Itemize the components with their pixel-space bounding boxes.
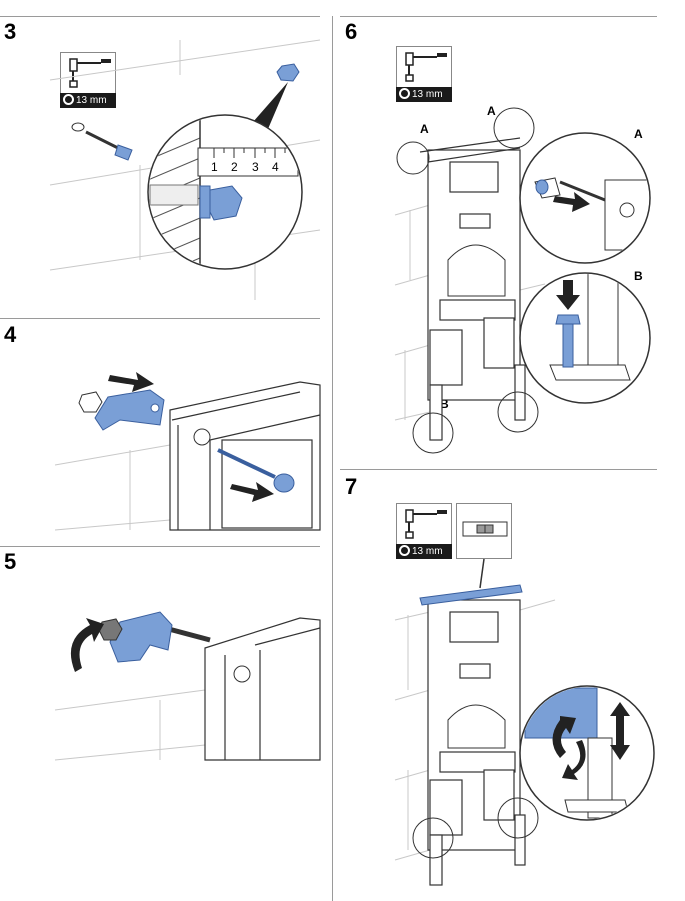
divider-step4 (0, 318, 320, 319)
tool-size-badge: 13 mm (60, 93, 116, 108)
push-arrow-icon (553, 192, 590, 212)
step-number-7: 7 (345, 474, 358, 499)
push-arrow-icon (556, 280, 580, 310)
socket-wrench-icon (69, 58, 111, 88)
callout-a-zoom: A (634, 127, 643, 141)
push-arrow-icon (230, 482, 274, 502)
callout-b-zoom: B (634, 269, 643, 283)
tool-size-label: 13 mm (76, 95, 107, 106)
socket-wrench-icon (405, 509, 447, 539)
tool-box-step7: 13 mm (396, 503, 452, 559)
ruler-tick-4: 4 (272, 160, 279, 174)
socket-wrench-icon (405, 52, 447, 82)
spirit-level-icon (462, 521, 508, 537)
tool-box-step6: 13 mm (396, 46, 452, 102)
step6-illustration (394, 107, 651, 454)
callout-a-top: A (487, 104, 496, 118)
divider-step7 (340, 469, 657, 470)
level-box (456, 503, 512, 559)
step-number-3: 3 (4, 19, 17, 44)
callout-a-left: A (420, 122, 429, 136)
tool-size-label: 13 mm (412, 546, 443, 557)
tool-box-step3: 13 mm (60, 52, 116, 108)
callout-b-left: B (440, 397, 449, 411)
column-divider (332, 16, 333, 901)
ruler-tick-3: 3 (252, 160, 259, 174)
up-down-arrow-icon (610, 702, 630, 760)
rotate-arrow-icon (552, 716, 586, 780)
step4-illustration (54, 372, 321, 531)
step-number-5: 5 (4, 549, 17, 574)
rotate-arrow-icon (70, 618, 104, 672)
tool-size-badge: 13 mm (396, 87, 452, 102)
ruler-tick-1: 1 (211, 160, 218, 174)
tool-size-label: 13 mm (412, 89, 443, 100)
divider-top-left (0, 16, 320, 17)
divider-step5 (0, 546, 320, 547)
divider-top-right (340, 16, 657, 17)
step-number-6: 6 (345, 19, 358, 44)
step3-illustration: 1 2 3 4 (49, 39, 321, 300)
push-arrow-icon (108, 372, 154, 392)
ruler-tick-2: 2 (231, 160, 238, 174)
step-number-4: 4 (4, 322, 17, 347)
tool-size-badge: 13 mm (396, 544, 452, 559)
step5-illustration (54, 611, 321, 761)
